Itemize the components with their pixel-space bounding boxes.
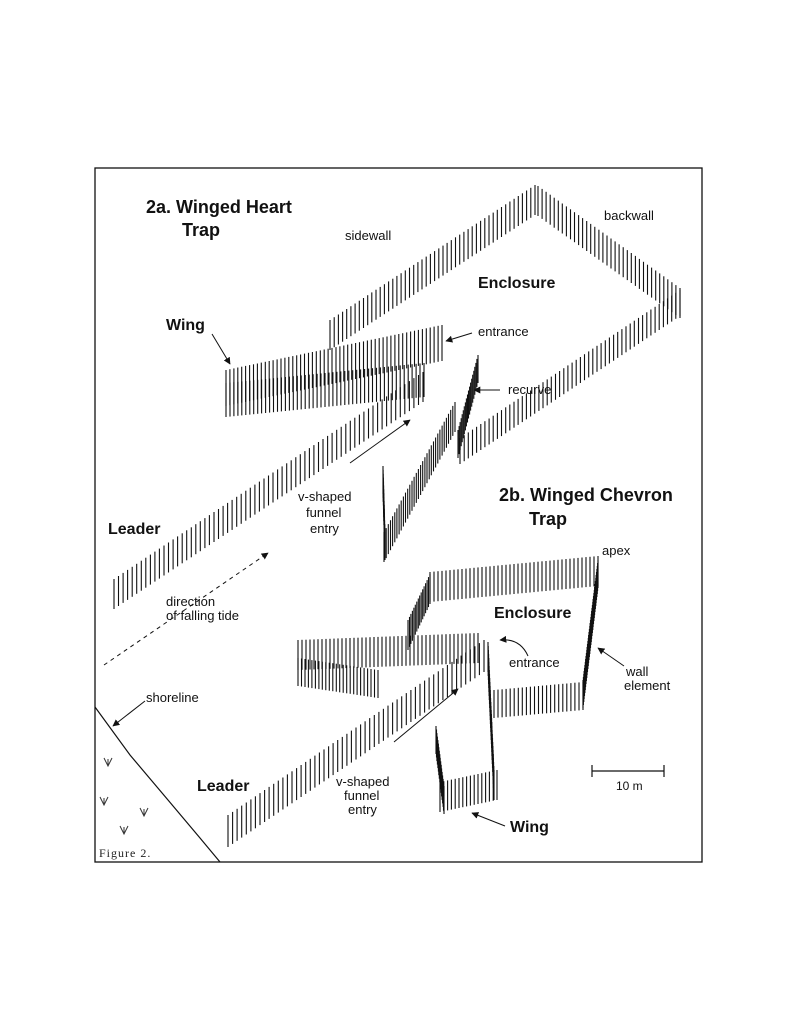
scale-label: 10 m — [616, 779, 643, 793]
trap-b-leader — [227, 640, 485, 847]
trap-b-title-2: Trap — [529, 509, 567, 529]
trap-a-title: 2a. Winged Heart — [146, 197, 292, 217]
enclosure-label-b: Enclosure — [494, 605, 571, 622]
grass-icon — [119, 825, 129, 836]
recurve-label-a: recurve — [508, 382, 551, 397]
wall-element-arrow — [597, 647, 625, 667]
trap-a-recurve — [457, 355, 479, 458]
funnel-label-a-1: v-shaped — [298, 489, 351, 504]
wing-arrow-a — [211, 333, 231, 365]
trap-a-title-2: Trap — [182, 220, 220, 240]
trap-a-funnel-left — [382, 466, 386, 560]
grass-icon — [99, 796, 109, 807]
wing-label-a: Wing — [166, 317, 205, 334]
leader-label-b: Leader — [197, 778, 249, 795]
funnel-label-b-1: v-shaped — [336, 774, 389, 789]
wall-element-label-1: wall — [625, 664, 649, 679]
entrance-arrow-a — [445, 332, 473, 343]
trap-b-inner-wall — [487, 642, 495, 800]
backwall-label: backwall — [604, 208, 654, 223]
sidewall-label: sidewall — [345, 228, 391, 243]
leader-label-a: Leader — [108, 521, 160, 538]
trap-a-wing-lower — [225, 363, 425, 417]
figure-frame — [94, 167, 703, 863]
stake-walls — [113, 185, 681, 847]
wing-arrow-b — [471, 812, 506, 827]
trap-a-sidewall — [329, 185, 536, 350]
trap-b-wing-upper — [297, 633, 479, 670]
funnel-label-b-3: entry — [348, 802, 377, 817]
grass-tufts — [99, 757, 149, 836]
trap-a-funnel-right — [383, 402, 456, 562]
trap-b-lower-wall — [493, 682, 584, 718]
tide-label-2: of falling tide — [166, 608, 239, 623]
enclosure-label-a: Enclosure — [478, 275, 555, 292]
grass-icon — [103, 757, 113, 768]
scale-bar — [591, 765, 665, 777]
grass-icon — [139, 807, 149, 818]
figure-caption: Figure 2. — [99, 846, 151, 860]
entrance-arrow-b — [499, 635, 529, 657]
shoreline-label: shoreline — [146, 690, 199, 705]
funnel-label-a-2: funnel — [306, 505, 342, 520]
apex-label: apex — [602, 543, 631, 558]
tide-arrow — [103, 552, 269, 666]
trap-a-wing-upper — [225, 325, 443, 406]
funnel-arrow-a — [349, 419, 411, 464]
entrance-label-a: entrance — [478, 324, 529, 339]
trap-b-upper-wall — [407, 574, 431, 650]
trap-a-backwall — [537, 186, 681, 318]
entrance-label-b: entrance — [509, 655, 560, 670]
trap-b-wing-lower — [439, 770, 498, 812]
trap-b-title: 2b. Winged Chevron — [499, 485, 673, 505]
tide-label-1: direction — [166, 594, 215, 609]
trap-b-wing-stem — [435, 726, 445, 814]
funnel-arrow-b — [393, 688, 459, 743]
trap-b-apex-wall — [582, 560, 599, 708]
shoreline — [94, 706, 221, 863]
trap-a-leader — [113, 372, 424, 609]
trap-b-top-wall — [429, 556, 599, 602]
funnel-label-b-2: funnel — [344, 788, 380, 803]
wall-element-label-2: element — [624, 678, 671, 693]
annotation-arrows — [103, 332, 625, 827]
shoreline-arrow — [112, 700, 146, 727]
wing-label-b: Wing — [510, 819, 549, 836]
funnel-label-a-3: entry — [310, 521, 339, 536]
trap-a-outer-wall — [459, 290, 681, 464]
